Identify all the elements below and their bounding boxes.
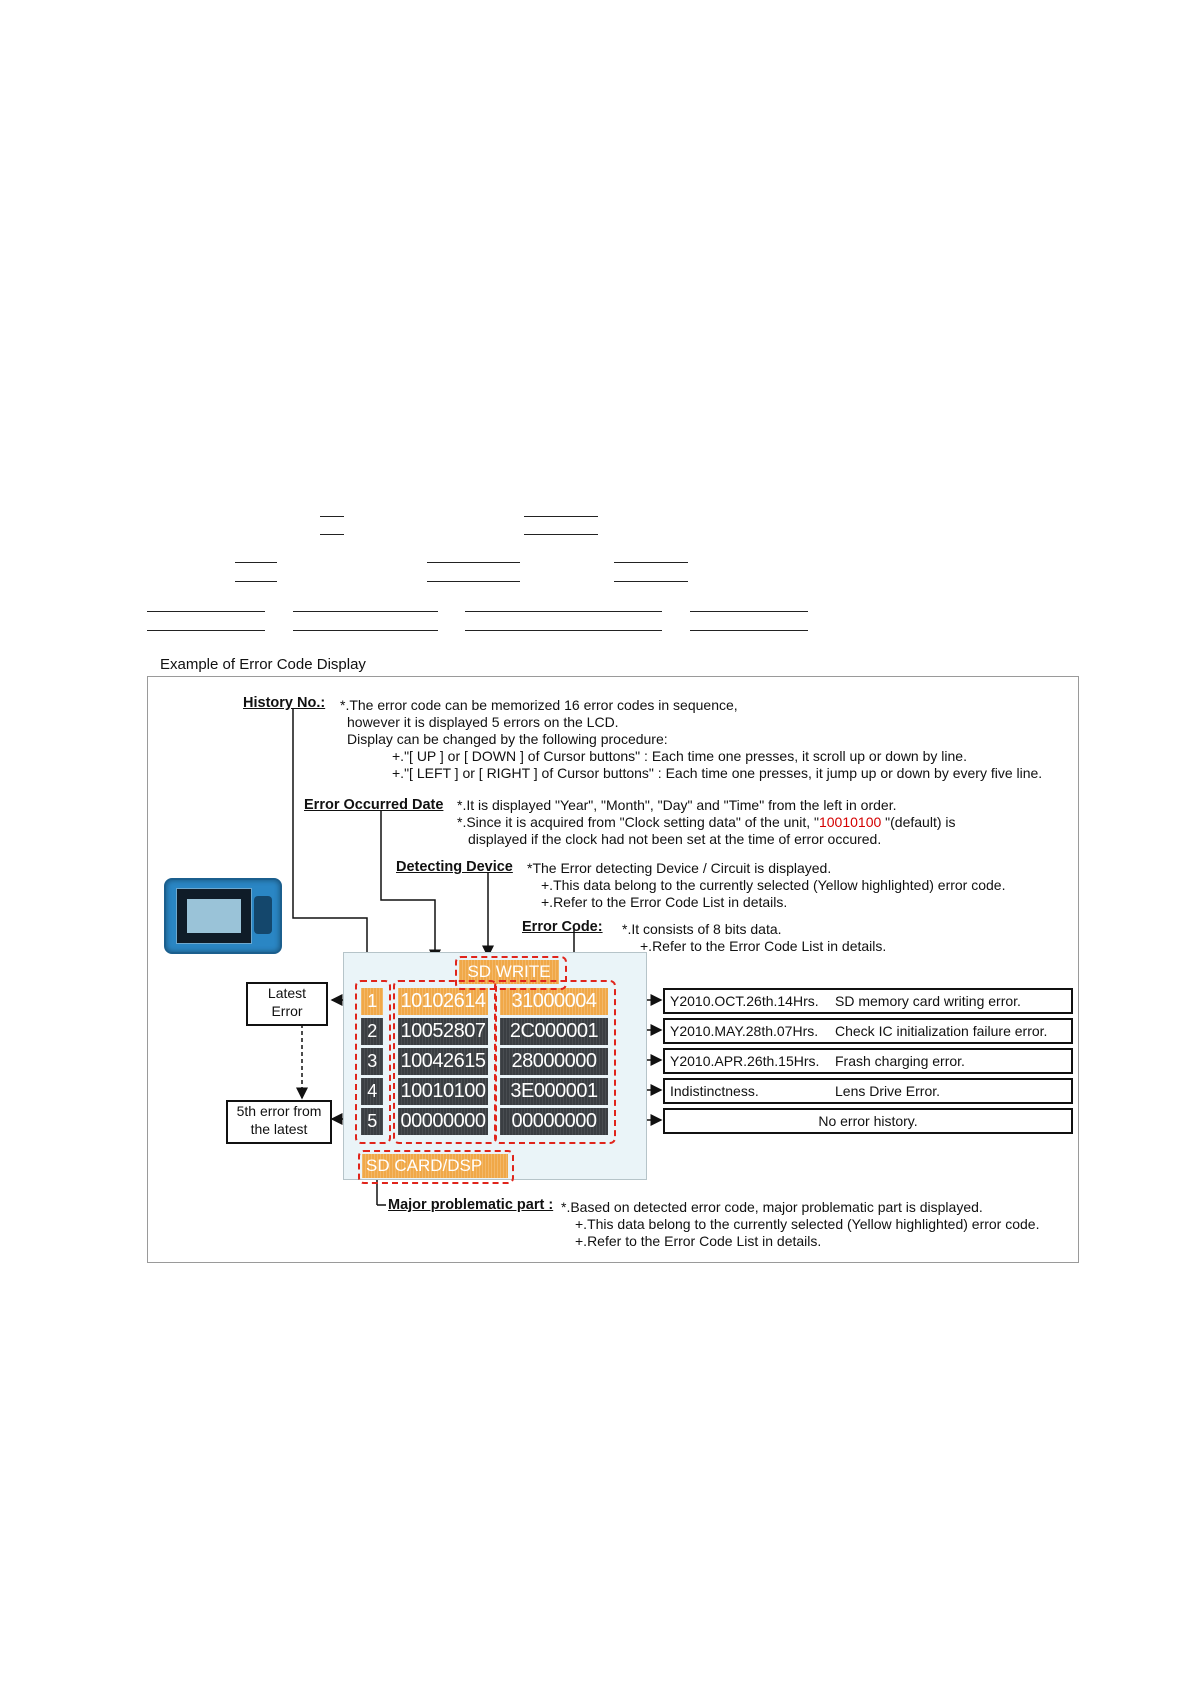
- history-text-1: *.The error code can be memorized 16 err…: [340, 697, 738, 713]
- history-text-3: Display can be changed by the following …: [347, 731, 668, 747]
- history-no-4: 4: [361, 1078, 383, 1105]
- date-cell-4: 10010100: [398, 1078, 488, 1105]
- major-text-3: +.Refer to the Error Code List in detail…: [575, 1233, 822, 1249]
- major-tag-highlight: [358, 1150, 514, 1184]
- camera-icon: [164, 878, 282, 954]
- code-cell-1: 31000004: [500, 988, 608, 1015]
- history-no-3: 3: [361, 1048, 383, 1075]
- code-column-highlight: [494, 980, 616, 1144]
- output-row-2: Y2010.MAY.28th.07Hrs. Check IC initializ…: [663, 1018, 1073, 1044]
- history-column-highlight: [355, 980, 391, 1144]
- output-date-2: Y2010.MAY.28th.07Hrs.: [670, 1023, 819, 1039]
- history-text-2: however it is displayed 5 errors on the …: [347, 714, 619, 730]
- date-column-highlight: [393, 980, 497, 1144]
- date-text-3: displayed if the clock had not been set …: [468, 831, 882, 847]
- date-text-2: *.Since it is acquired from "Clock setti…: [457, 814, 956, 831]
- history-text-4: +."[ UP ] or [ DOWN ] of Cursor buttons"…: [392, 748, 967, 764]
- default-date-value: 10010100: [818, 814, 882, 830]
- history-no-5: 5: [361, 1108, 383, 1135]
- code-cell-4: 3E000001: [500, 1078, 608, 1105]
- date-text-2a: *.Since it is acquired from "Clock setti…: [457, 814, 819, 830]
- error-occurred-date-label: Error Occurred Date: [304, 797, 444, 813]
- date-cell-5: 00000000: [398, 1108, 488, 1135]
- device-tag-highlight: [455, 956, 567, 990]
- latest-error-box: Latest Error: [246, 982, 328, 1026]
- output-desc-5: No error history.: [818, 1113, 918, 1129]
- major-part-tag: SD CARD/DSP: [362, 1154, 508, 1178]
- fifth-error-line1: 5th error from: [236, 1103, 322, 1119]
- output-row-3: Y2010.APR.26th.15Hrs. Frash charging err…: [663, 1048, 1073, 1074]
- history-no-2: 2: [361, 1018, 383, 1045]
- output-desc-4: Lens Drive Error.: [835, 1083, 941, 1099]
- error-code-label: Error Code:: [522, 919, 603, 935]
- history-no-1: 1: [361, 988, 383, 1015]
- code-text-2: +.Refer to the Error Code List in detail…: [640, 938, 887, 954]
- output-date-1: Y2010.OCT.26th.14Hrs.: [670, 993, 819, 1009]
- output-date-4: Indistinctness.: [670, 1083, 759, 1099]
- fifth-error-box: 5th error from the latest: [226, 1100, 332, 1144]
- fifth-error-line2: the latest: [250, 1121, 308, 1137]
- history-no-label: History No.:: [243, 695, 326, 711]
- code-text-1: *.It consists of 8 bits data.: [622, 921, 782, 937]
- major-text-2: +.This data belong to the currently sele…: [575, 1216, 1040, 1232]
- date-cell-3: 10042615: [398, 1048, 488, 1075]
- output-row-5: No error history.: [663, 1108, 1073, 1134]
- history-text-5: +."[ LEFT ] or [ RIGHT ] of Cursor butto…: [392, 765, 1043, 781]
- output-desc-2: Check IC initialization failure error.: [835, 1023, 1048, 1039]
- output-desc-1: SD memory card writing error.: [835, 993, 1021, 1009]
- output-row-4: Indistinctness. Lens Drive Error.: [663, 1078, 1073, 1104]
- date-cell-1: 10102614: [398, 988, 488, 1015]
- device-text-3: +.Refer to the Error Code List in detail…: [541, 894, 788, 910]
- diagram-caption: Example of Error Code Display: [160, 656, 366, 673]
- code-cell-3: 28000000: [500, 1048, 608, 1075]
- device-text-1: *The Error detecting Device / Circuit is…: [527, 860, 832, 876]
- device-text-2: +.This data belong to the currently sele…: [541, 877, 1006, 893]
- major-text-1: *.Based on detected error code, major pr…: [561, 1199, 983, 1215]
- date-text-2b: "(default) is: [881, 814, 956, 830]
- output-date-3: Y2010.APR.26th.15Hrs.: [670, 1053, 820, 1069]
- date-cell-2: 10052807: [398, 1018, 488, 1045]
- major-problematic-part-label: Major problematic part :: [388, 1197, 554, 1213]
- output-row-1: Y2010.OCT.26th.14Hrs. SD memory card wri…: [663, 988, 1073, 1014]
- date-text-1: *.It is displayed "Year", "Month", "Day"…: [457, 797, 897, 813]
- latest-error-line1: Latest: [267, 985, 307, 1001]
- diagram-frame: [147, 676, 1079, 1263]
- code-cell-5: 00000000: [500, 1108, 608, 1135]
- detecting-device-label: Detecting Device: [396, 859, 513, 875]
- code-cell-2: 2C000001: [500, 1018, 608, 1045]
- output-desc-3: Frash charging error.: [835, 1053, 965, 1069]
- latest-error-line2: Error: [271, 1003, 303, 1019]
